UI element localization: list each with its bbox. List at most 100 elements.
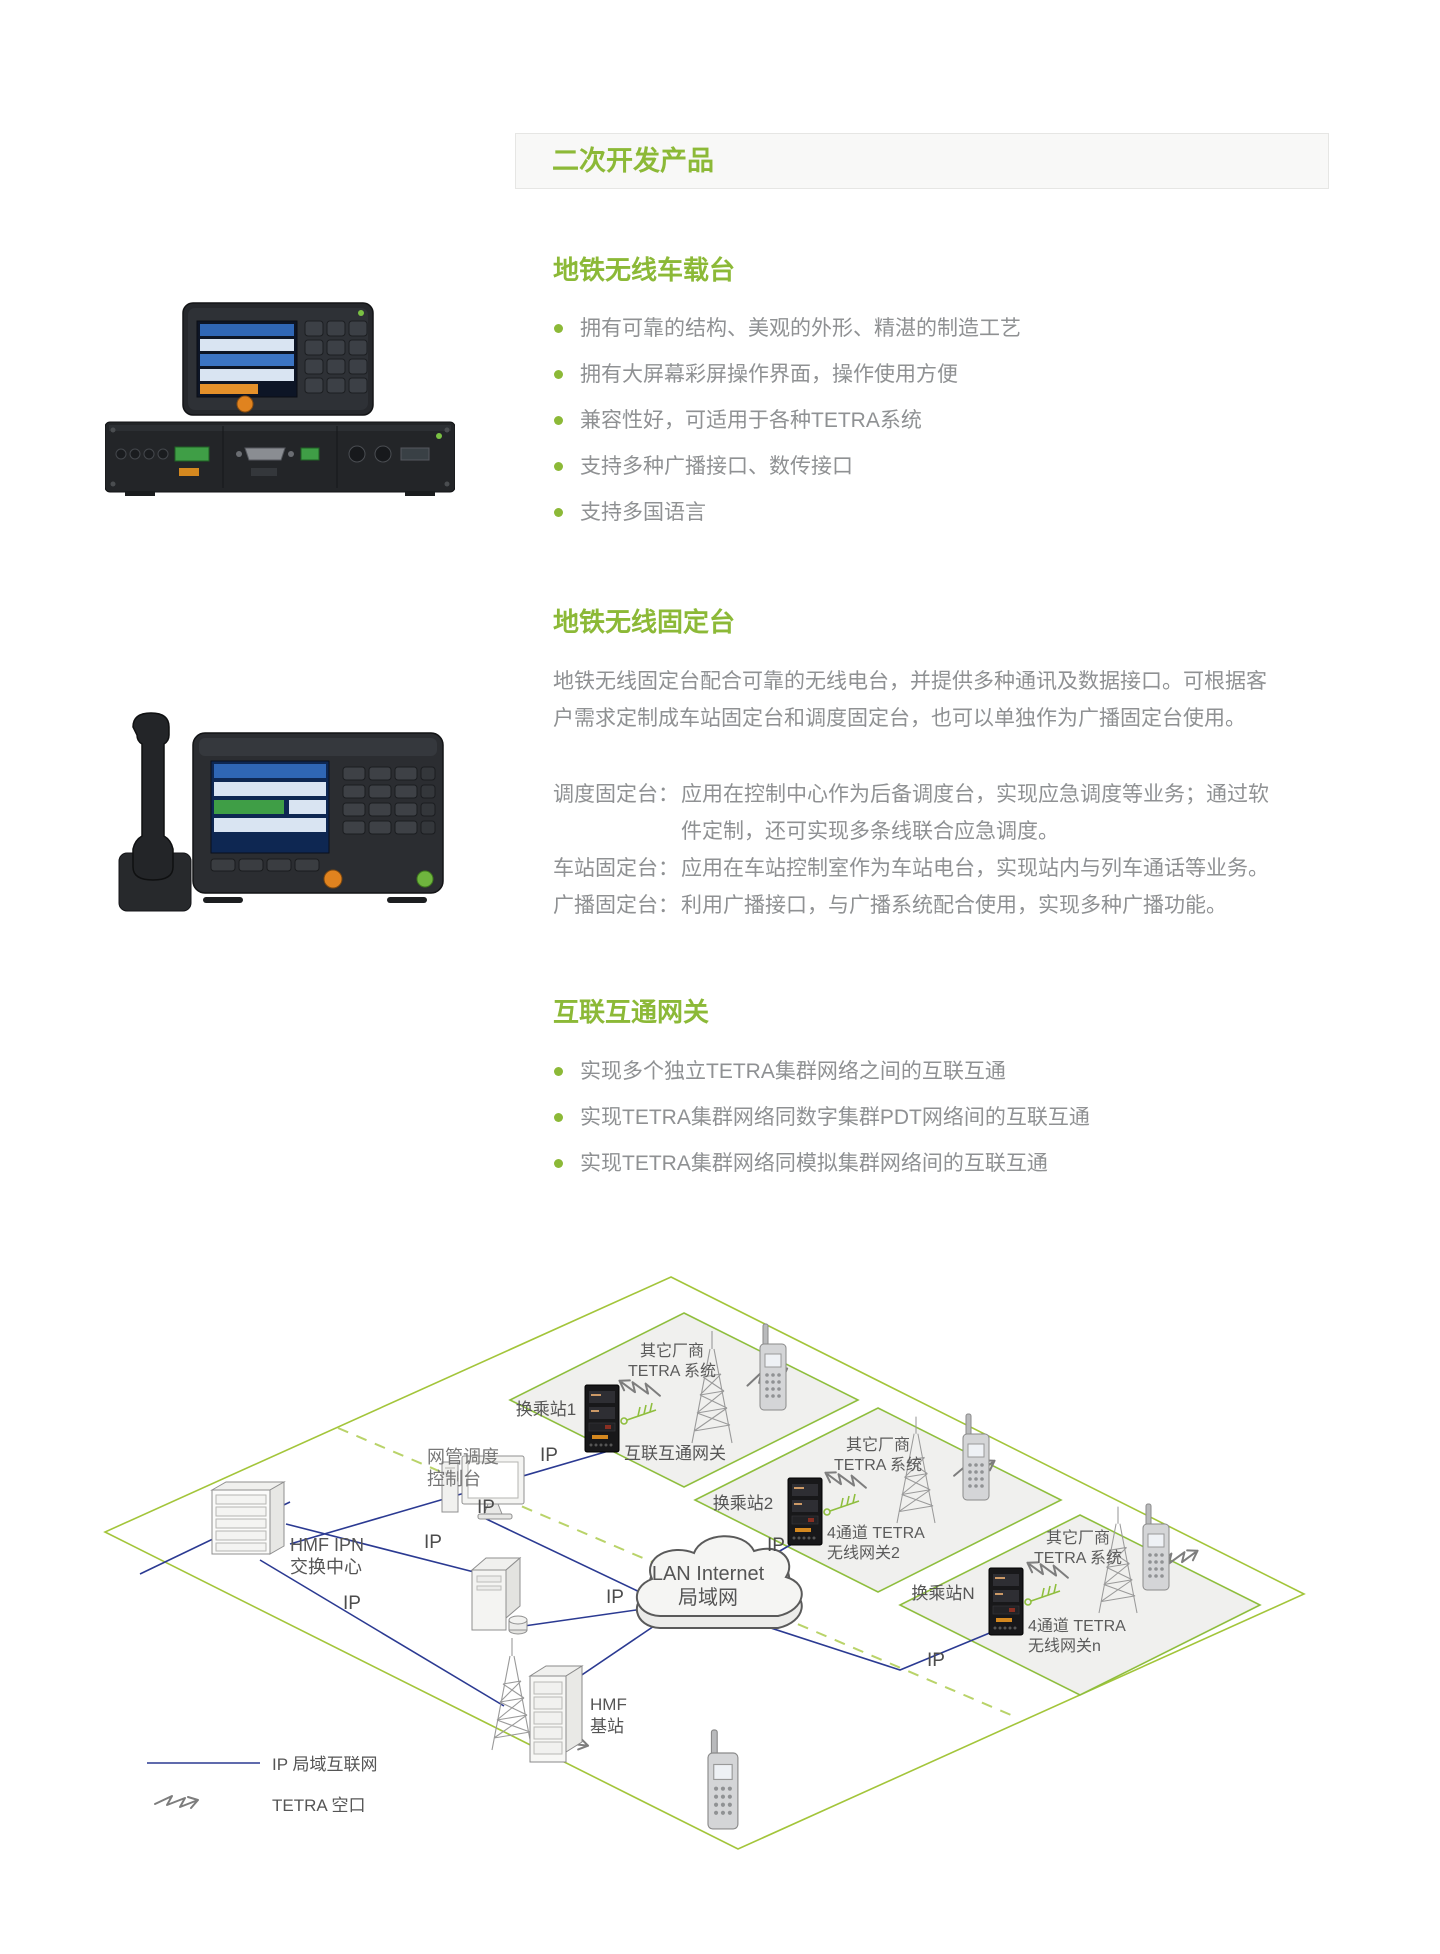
handheld-radio-icon bbox=[1142, 1503, 1170, 1591]
station1-label: 换乘站1 bbox=[516, 1400, 576, 1419]
definition-term: 调度固定台： bbox=[553, 783, 679, 806]
gateway2-label: 无线网关2 bbox=[827, 1544, 900, 1562]
gateway-device-icon bbox=[988, 1567, 1024, 1636]
list-item: 拥有大屏幕彩屏操作界面，操作使用方便 bbox=[553, 363, 1021, 386]
bullet-text: 拥有可靠的结构、美观的外形、精湛的制造工艺 bbox=[580, 317, 1021, 340]
connectors-right bbox=[348, 433, 442, 463]
legend-lightning-icon bbox=[154, 1795, 199, 1809]
base-station-label: HMF bbox=[590, 1695, 627, 1714]
gateway-device-icon bbox=[584, 1384, 620, 1453]
vendor-system-label: TETRA 系统 bbox=[628, 1362, 716, 1380]
phone-keypad bbox=[342, 766, 436, 835]
bullet-dot-icon bbox=[554, 1159, 563, 1168]
ip-label: IP bbox=[767, 1535, 785, 1556]
section-title-gateway: 互联互通网关 bbox=[553, 997, 710, 1027]
server-icon bbox=[470, 1556, 528, 1635]
outer-region-border bbox=[103, 1276, 1306, 1850]
bullet-text: 实现多个独立TETRA集群网络之间的互联互通 bbox=[580, 1060, 1006, 1083]
gatewayN-label: 4通道 TETRA bbox=[1028, 1617, 1126, 1635]
station2-label: 换乘站2 bbox=[713, 1494, 773, 1513]
definition-term: 广播固定台： bbox=[553, 894, 679, 917]
list-item: 支持多种广播接口、数传接口 bbox=[553, 455, 1021, 478]
legend-tetra-label: TETRA 空口 bbox=[272, 1796, 366, 1815]
vendor-system-label: 其它厂商 bbox=[846, 1436, 910, 1454]
switch-rack-icon bbox=[210, 1481, 286, 1555]
stationN-label: 换乘站N bbox=[911, 1584, 974, 1603]
ip-label: IP bbox=[927, 1650, 945, 1671]
fixed-station-image bbox=[118, 712, 444, 912]
orange-call-button bbox=[323, 869, 343, 889]
connectors-left bbox=[115, 446, 210, 476]
list-item: 实现TETRA集群网络同数字集群PDT网络间的互联互通 bbox=[553, 1106, 1090, 1129]
radio-tower-icon bbox=[491, 1637, 533, 1751]
legend-ip-label: IP 局域互联网 bbox=[272, 1755, 377, 1774]
base-station-label: 基站 bbox=[590, 1717, 624, 1736]
phone-body bbox=[192, 732, 444, 894]
phone-handset bbox=[118, 712, 192, 912]
definition-row: 调度固定台： 应用在控制中心作为后备调度台，实现应急调度等业务；通过软件定制，还… bbox=[553, 776, 1279, 850]
radio-head-unit bbox=[182, 302, 374, 416]
ip-label: IP bbox=[477, 1497, 495, 1518]
vendor-system-label: TETRA 系统 bbox=[834, 1456, 922, 1474]
section-title-fixed: 地铁无线固定台 bbox=[553, 607, 736, 637]
nms-label: 网管调度 bbox=[427, 1447, 499, 1467]
bullet-text: 拥有大屏幕彩屏操作界面，操作使用方便 bbox=[580, 363, 958, 386]
gateway-bullet-list: 实现多个独立TETRA集群网络之间的互联互通 实现TETRA集群网络同数字集群P… bbox=[553, 1060, 1090, 1198]
bullet-dot-icon bbox=[554, 370, 563, 379]
bullet-dot-icon bbox=[554, 508, 563, 517]
lan-cloud: LAN Internet 局域网 bbox=[635, 1535, 803, 1629]
radio-rack-unit bbox=[105, 421, 455, 496]
handheld-radio-icon bbox=[962, 1413, 990, 1501]
power-led bbox=[358, 310, 364, 316]
nms-label: 控制台 bbox=[427, 1469, 481, 1489]
list-item: 实现TETRA集群网络同模拟集群网络间的互联互通 bbox=[553, 1152, 1090, 1175]
bullet-text: 支持多种广播接口、数传接口 bbox=[580, 455, 853, 478]
page-title-bar: 二次开发产品 bbox=[515, 133, 1329, 189]
switch-center-label: 交换中心 bbox=[290, 1557, 362, 1577]
ip-label: IP bbox=[424, 1532, 442, 1553]
vendor-system-label: TETRA 系统 bbox=[1034, 1549, 1122, 1567]
definition-desc: 应用在控制中心作为后备调度台，实现应急调度等业务；通过软件定制，还可实现多条线联… bbox=[681, 783, 1269, 843]
gateway2-label: 4通道 TETRA bbox=[827, 1524, 925, 1542]
feeder-icon bbox=[823, 1493, 860, 1516]
vehicle-bullet-list: 拥有可靠的结构、美观的外形、精湛的制造工艺 拥有大屏幕彩屏操作界面，操作使用方便… bbox=[553, 317, 1021, 547]
section-title-vehicle: 地铁无线车载台 bbox=[553, 255, 736, 285]
ip-label: IP bbox=[343, 1593, 361, 1614]
page-title: 二次开发产品 bbox=[552, 146, 714, 176]
ip-label: IP bbox=[606, 1587, 624, 1608]
legend: IP 局域互联网 TETRA 空口 bbox=[147, 1755, 377, 1815]
handheld-radio-icon bbox=[707, 1729, 739, 1830]
cloud-label: 局域网 bbox=[678, 1586, 738, 1609]
ptt-orange-button bbox=[236, 395, 254, 413]
gatewayN-label: 无线网关n bbox=[1028, 1637, 1101, 1655]
list-item: 支持多国语言 bbox=[553, 501, 1021, 524]
cloud-label: LAN Internet bbox=[652, 1563, 765, 1585]
network-topology-diagram: LAN Internet 局域网 bbox=[103, 1276, 1306, 1850]
definition-desc: 应用在车站控制室作为车站电台，实现站内与列车通话等业务。 bbox=[681, 857, 1269, 880]
vendor-system-label: 其它厂商 bbox=[1046, 1529, 1110, 1547]
list-item: 拥有可靠的结构、美观的外形、精湛的制造工艺 bbox=[553, 317, 1021, 340]
bullet-dot-icon bbox=[554, 416, 563, 425]
green-call-button bbox=[416, 870, 434, 888]
feeder-icon bbox=[620, 1402, 657, 1425]
bullet-dot-icon bbox=[554, 462, 563, 471]
definition-desc: 利用广播接口，与广播系统配合使用，实现多种广播功能。 bbox=[681, 894, 1227, 917]
gateway1-label: 互联互通网关 bbox=[624, 1444, 726, 1463]
definition-row: 广播固定台： 利用广播接口，与广播系统配合使用，实现多种广播功能。 bbox=[553, 887, 1279, 924]
definition-row: 车站固定台： 应用在车站控制室作为车站电台，实现站内与列车通话等业务。 bbox=[553, 850, 1279, 887]
antenna-feeders bbox=[620, 1402, 1061, 1606]
base-station-rack-icon bbox=[528, 1665, 584, 1763]
bullet-text: 兼容性好，可适用于各种TETRA系统 bbox=[580, 409, 922, 432]
bullet-text: 实现TETRA集群网络同数字集群PDT网络间的互联互通 bbox=[580, 1106, 1090, 1129]
function-keys bbox=[210, 858, 320, 872]
feeder-icon bbox=[1024, 1583, 1061, 1606]
vehicle-radio-image bbox=[105, 302, 455, 496]
bullet-dot-icon bbox=[554, 1067, 563, 1076]
definition-term: 车站固定台： bbox=[553, 857, 679, 880]
keypad bbox=[304, 320, 368, 394]
bullet-dot-icon bbox=[554, 1113, 563, 1122]
bullet-dot-icon bbox=[554, 324, 563, 333]
list-item: 兼容性好，可适用于各种TETRA系统 bbox=[553, 409, 1021, 432]
switch-center-label: HMF IPN bbox=[290, 1535, 364, 1555]
bullet-text: 支持多国语言 bbox=[580, 501, 706, 524]
